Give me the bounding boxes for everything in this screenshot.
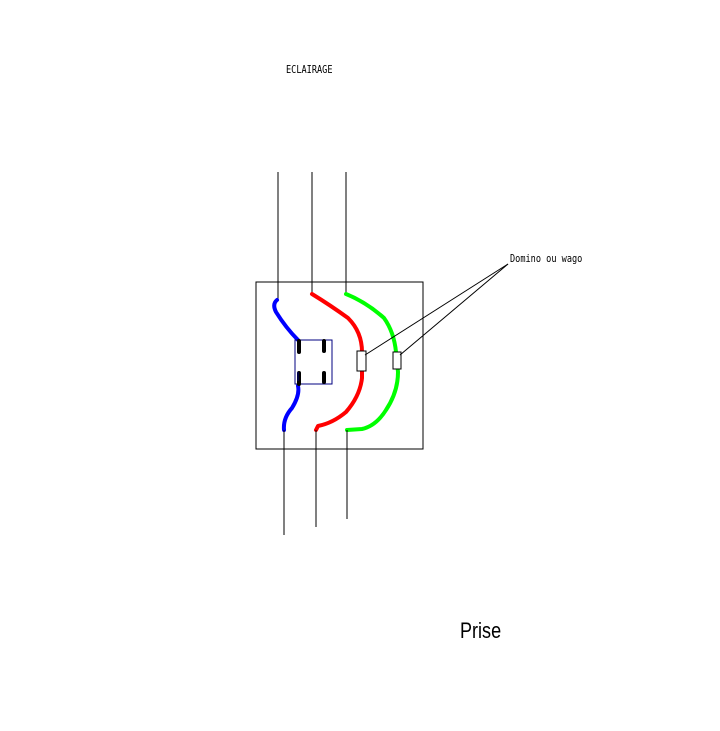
earth-wire <box>344 292 400 432</box>
pointer-line-phase <box>364 263 509 356</box>
connector-label: Domino ou wago <box>510 252 583 265</box>
connector-phase <box>356 350 367 372</box>
lighting-label: ECLAIRAGE <box>286 63 333 76</box>
phase-wire <box>310 292 364 432</box>
socket-label: Prise <box>460 618 502 643</box>
neutral-wire <box>272 298 301 432</box>
pointer-line-earth <box>399 263 509 356</box>
junction-box <box>255 281 424 450</box>
connector-earth <box>392 351 402 370</box>
switch-block <box>294 339 333 385</box>
